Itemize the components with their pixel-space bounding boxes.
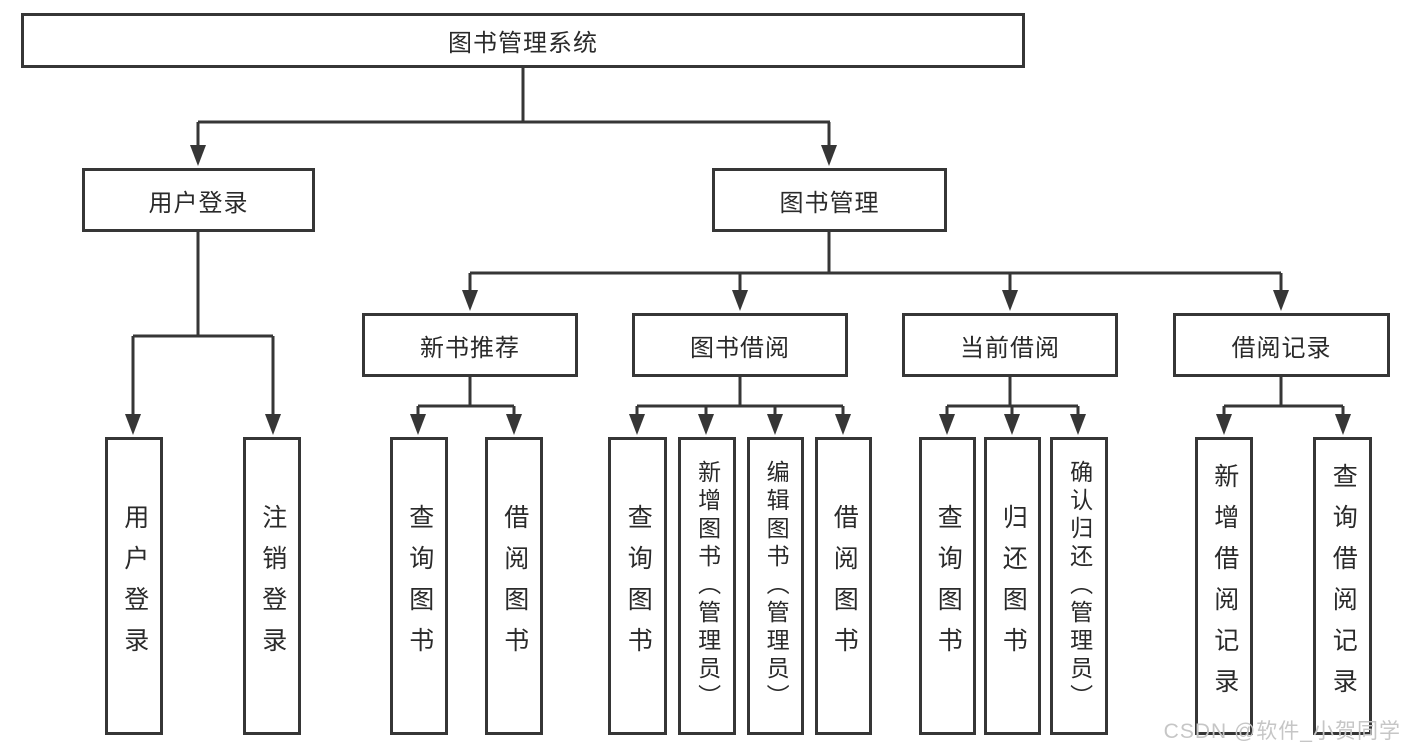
node-leaf-user-login: 用户登录	[105, 437, 163, 735]
arrowhead-icon	[698, 414, 714, 435]
arrowhead-icon	[835, 414, 851, 435]
node-leaf-logout: 注销登录	[243, 437, 301, 735]
arrowhead-icon	[939, 414, 955, 435]
node-branch-book-borrowing: 图书借阅	[632, 313, 848, 377]
node-leaf-return-books: 归还图书	[984, 437, 1041, 735]
node-leaf-query-books-2: 查询图书	[608, 437, 667, 735]
arrowhead-icon	[767, 414, 783, 435]
node-leaf-borrow-books-2: 借阅图书	[815, 437, 872, 735]
arrowhead-icon	[265, 414, 281, 435]
node-branch-current-borrowing: 当前借阅	[902, 313, 1118, 377]
node-leaf-query-books-3: 查询图书	[919, 437, 976, 735]
node-leaf-borrow-books-1: 借阅图书	[485, 437, 543, 735]
watermark: CSDN @软件_小贺同学	[1163, 720, 1401, 743]
node-branch-borrowing-records: 借阅记录	[1173, 313, 1390, 377]
arrowhead-icon	[1002, 290, 1018, 311]
arrowhead-icon	[1004, 414, 1020, 435]
arrowhead-icon	[190, 145, 206, 166]
node-root-system: 图书管理系统	[21, 13, 1025, 68]
node-leaf-edit-books-admin: 编辑图书（管理员）	[747, 437, 804, 735]
arrowhead-icon	[1335, 414, 1351, 435]
arrowhead-icon	[125, 414, 141, 435]
node-leaf-add-borrow-record: 新增借阅记录	[1195, 437, 1253, 735]
arrowhead-icon	[1216, 414, 1232, 435]
node-branch-new-book-recommend: 新书推荐	[362, 313, 578, 377]
arrowhead-icon	[506, 414, 522, 435]
node-branch-user-login: 用户登录	[82, 168, 315, 232]
node-leaf-add-books-admin: 新增图书（管理员）	[678, 437, 736, 735]
node-leaf-query-books-1: 查询图书	[390, 437, 448, 735]
arrowhead-icon	[629, 414, 645, 435]
arrowhead-icon	[410, 414, 426, 435]
arrowhead-icon	[732, 290, 748, 311]
node-branch-book-management: 图书管理	[712, 168, 947, 232]
node-leaf-confirm-return-admin: 确认归还（管理员）	[1050, 437, 1108, 735]
arrowhead-icon	[821, 145, 837, 166]
arrowhead-icon	[1273, 290, 1289, 311]
node-leaf-query-borrow-record: 查询借阅记录	[1313, 437, 1372, 735]
arrowhead-icon	[462, 290, 478, 311]
arrowhead-icon	[1070, 414, 1086, 435]
